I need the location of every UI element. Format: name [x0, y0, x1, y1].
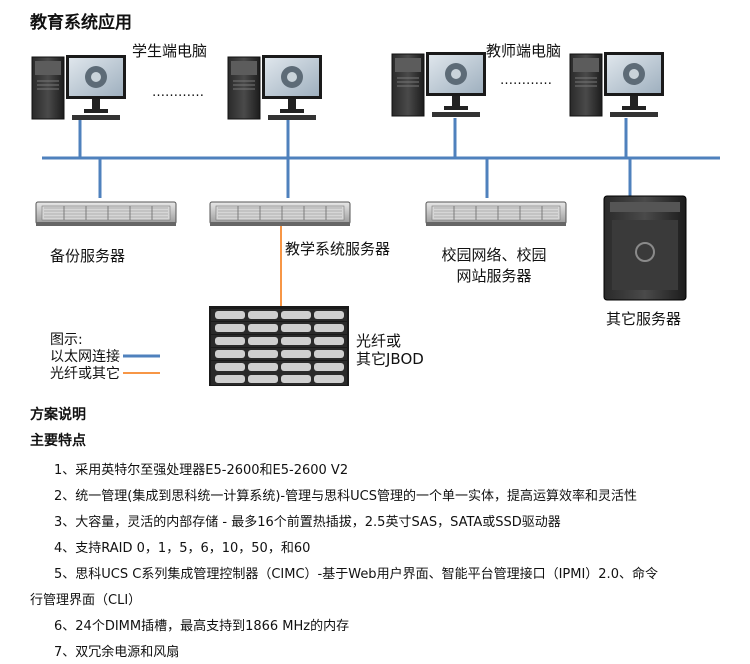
other-server-tower — [603, 195, 687, 301]
teacher-pc-2 — [569, 51, 665, 118]
storage-label-line2: 其它JBOD — [356, 350, 424, 368]
legend-ethernet-label: 以太网连接 — [50, 349, 120, 365]
backup-server — [35, 201, 177, 227]
legend-title: 图示: — [50, 332, 83, 348]
network-diagram — [31, 51, 720, 386]
teaching-server — [209, 201, 351, 227]
other-server-label: 其它服务器 — [606, 310, 682, 328]
feature-item-7: 7、双冗余电源和风扇 — [54, 645, 180, 660]
student-ellipsis: ………… — [152, 85, 204, 100]
feature-item-5-cont: 行管理界面（CLI） — [30, 593, 142, 608]
campus-server-label-line2: 网站服务器 — [456, 267, 532, 285]
feature-item-6: 6、24个DIMM插槽，最高支持到1866 MHz的内存 — [54, 619, 350, 634]
feature-item-3: 3、大容量，灵活的内部存储 - 最多16个前置热插拔，2.5英寸SAS，SATA… — [54, 515, 561, 530]
legend-fiber-label: 光纤或其它 — [50, 366, 120, 382]
storage-label-line1: 光纤或 — [356, 332, 402, 350]
teacher-ellipsis: ………… — [500, 73, 552, 88]
student-pc-2 — [227, 54, 323, 121]
description-heading: 方案说明 — [30, 407, 86, 423]
ethernet-links — [78, 118, 632, 198]
student-pcs-label: 学生端电脑 — [132, 42, 208, 60]
campus-server — [425, 201, 567, 227]
legend: 图示: 以太网连接 光纤或其它 — [50, 332, 120, 383]
campus-server-label: 校园网络、校园 网站服务器 — [432, 244, 556, 286]
page-title: 教育系统应用 — [30, 13, 132, 33]
features-heading: 主要特点 — [30, 433, 86, 449]
feature-item-4: 4、支持RAID 0，1，5，6，10，50，和60 — [54, 541, 311, 556]
teacher-pc-1 — [391, 51, 487, 118]
feature-item-2: 2、统一管理(集成到思科统一计算系统)-管理与思科UCS管理的一个单一实体，提高… — [54, 489, 637, 504]
jbod-storage — [209, 306, 349, 386]
storage-label: 光纤或 其它JBOD — [356, 332, 424, 368]
teaching-server-label: 教学系统服务器 — [285, 240, 391, 258]
feature-item-5: 5、思科UCS C系列集成管理控制器（CIMC）-基于Web用户界面、智能平台管… — [54, 567, 658, 582]
feature-item-1: 1、采用英特尔至强处理器E5-2600和E5-2600 V2 — [54, 463, 349, 478]
student-pc-1 — [31, 54, 127, 121]
backup-server-label: 备份服务器 — [50, 247, 126, 265]
campus-server-label-line1: 校园网络、校园 — [441, 246, 547, 264]
teacher-pcs-label: 教师端电脑 — [486, 42, 562, 60]
